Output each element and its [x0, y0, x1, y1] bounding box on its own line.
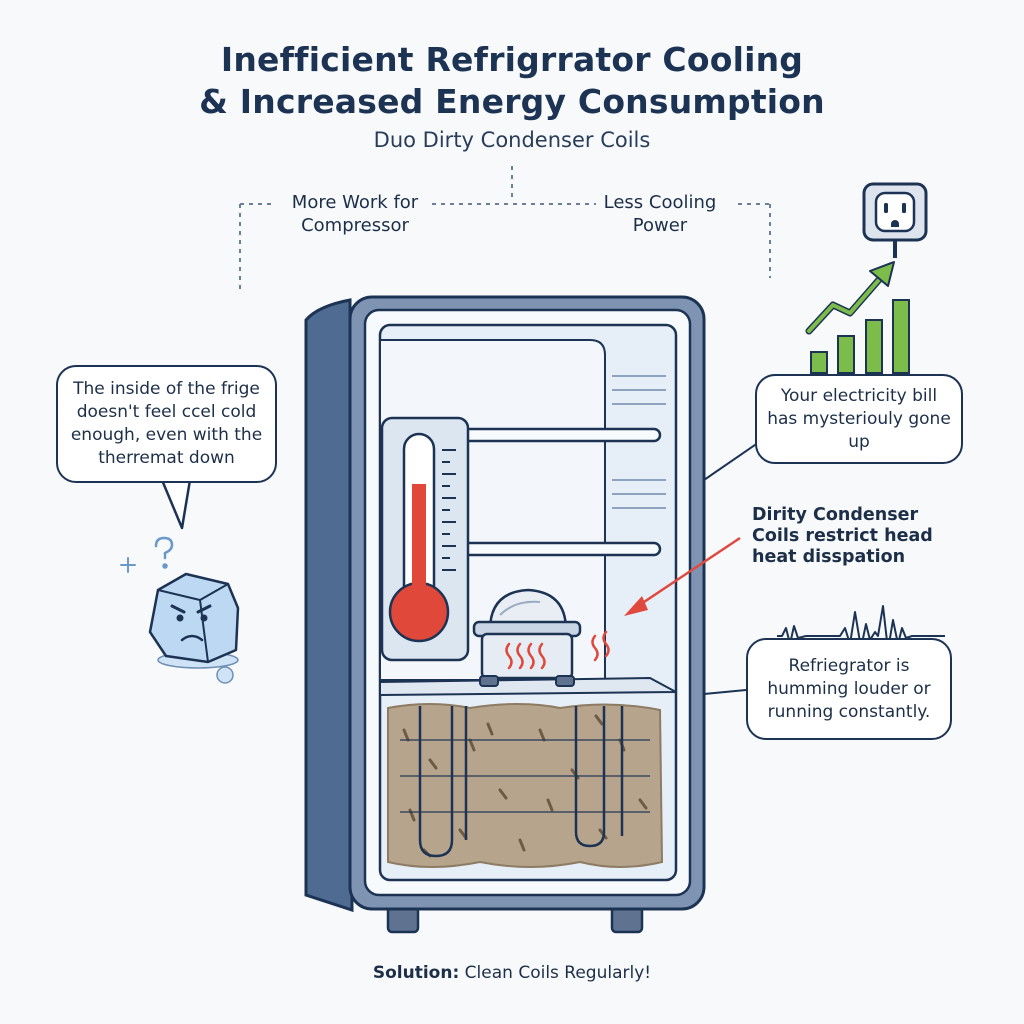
- annotation-dirty-coils: Dirity Condenser Coils restrict head hea…: [752, 505, 933, 567]
- bubble-tail: [160, 478, 192, 530]
- thermometer-icon: [380, 416, 470, 662]
- branch-label-cooling: Less Cooling Power: [603, 192, 717, 236]
- solution-line: Solution: Clean Coils Regularly!: [0, 963, 1024, 983]
- branch-label-compressor: More Work for Compressor: [291, 192, 419, 236]
- callout-electricity-bill-text: Your electricity bill has mysteriouly go…: [767, 385, 951, 452]
- callout-not-cold: The inside of the frige doesn't feel cce…: [56, 365, 277, 483]
- title-line-1: Inefficient Refrigrrator Cooling: [220, 40, 804, 79]
- solution-text: Clean Coils Regularly!: [464, 963, 652, 983]
- sad-ice-cube-icon: [148, 572, 240, 684]
- callout-humming-text: Refriegrator is humming louder or runnin…: [767, 655, 931, 722]
- callout-electricity-bill: Your electricity bill has mysteriouly go…: [755, 374, 963, 464]
- title-line-2: & Increased Energy Consumption: [199, 82, 825, 121]
- power-outlet-icon: [862, 182, 928, 258]
- trend-arrowhead: [869, 261, 895, 287]
- question-mark-icon: [120, 536, 174, 573]
- compressor-icon: [472, 588, 582, 687]
- callout-not-cold-text: The inside of the frige doesn't feel cce…: [70, 379, 263, 468]
- dirty-condenser-coils: [387, 703, 664, 868]
- rising-bar-chart-icon: [810, 299, 910, 374]
- heat-waves-icon: [505, 630, 610, 670]
- callout-humming: Refriegrator is humming louder or runnin…: [746, 638, 952, 740]
- dashed-connectors: [239, 166, 771, 292]
- red-pointer-arrow: [624, 536, 741, 616]
- subtitle: Duo Dirty Condenser Coils: [373, 128, 651, 152]
- solution-label: Solution:: [372, 963, 460, 983]
- humming-connector: [703, 689, 747, 695]
